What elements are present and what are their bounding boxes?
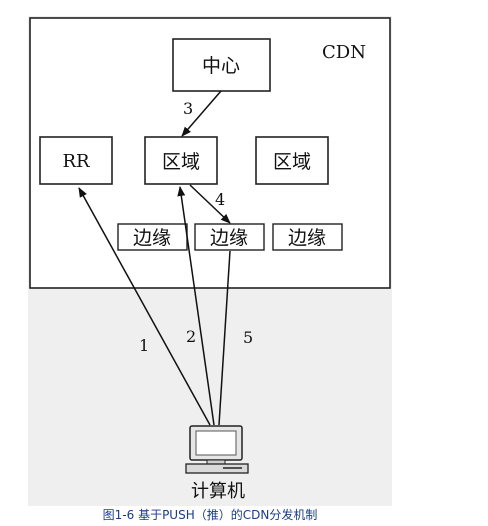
region-node-2-label: 区域	[273, 151, 311, 173]
arrow-1	[78, 187, 211, 426]
rr-node	[39, 136, 113, 185]
computer-label: 计算机	[191, 481, 245, 502]
region-node-2	[255, 136, 329, 185]
arrow-4	[189, 184, 231, 224]
region-node-1	[144, 136, 218, 185]
line-5	[218, 250, 231, 426]
arrow-3	[181, 90, 222, 137]
rr-node-label: RR	[62, 151, 90, 172]
step-label-4: 4	[215, 190, 225, 209]
step-label-3: 3	[183, 99, 193, 118]
region-node-1-label: 区域	[162, 151, 200, 173]
edge-node-1	[117, 223, 188, 251]
cdn-label: CDN	[322, 42, 366, 63]
computer-icon	[185, 425, 249, 474]
edge-node-2-label: 边缘	[210, 227, 248, 249]
center-node-label: 中心	[202, 55, 240, 77]
step-label-1: 1	[139, 336, 149, 355]
edge-node-3	[272, 223, 343, 251]
edge-node-3-label: 边缘	[288, 227, 326, 249]
figure-caption: 图1-6 基于PUSH（推）的CDN分发机制	[102, 508, 318, 522]
step-label-2: 2	[186, 327, 196, 346]
edge-node-2	[194, 223, 265, 251]
step-label-5: 5	[243, 328, 253, 347]
arrow-2	[177, 186, 215, 426]
center-node	[172, 38, 271, 92]
edge-node-1-label: 边缘	[133, 227, 171, 249]
